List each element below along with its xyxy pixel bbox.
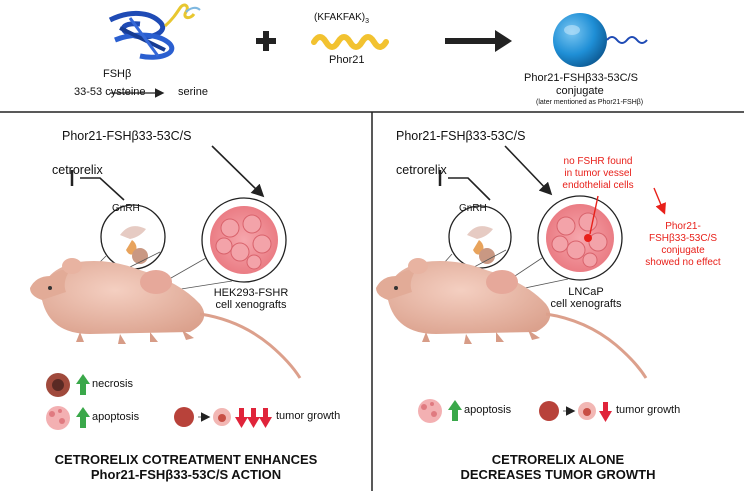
left-gnrh-label: GnRH [112,203,140,214]
right-apoptosis-cell-icon [418,399,442,423]
no-effect-arrow [653,187,666,215]
left-cetrorelix-label: cetrorelix [52,163,103,177]
conjugate-title: Phor21-FSHβ33-53C/S [524,72,638,84]
left-necrosis-up-arrow [76,374,90,395]
left-apoptosis-cell-icon [46,406,70,430]
left-tumor-shrink-icon [174,407,231,427]
fsh-label: FSHβ [103,68,132,80]
left-drug-label: Phor21-FSHβ33-53C/S [62,129,192,143]
left-mouse-icon [30,258,302,379]
reaction-arrow-icon [445,30,512,52]
right-apoptosis-label: apoptosis [464,404,512,416]
conjugate-note: (later mentioned as Phor21-FSHβ) [536,99,644,106]
right-pituitary-icon [448,205,512,269]
right-mouse-icon [376,258,648,379]
serine-label: serine [178,86,208,98]
left-inhibition-line [70,170,125,201]
left-tumor-growth-label: tumor growth [276,410,341,422]
conjugate-subtitle: conjugate [556,85,604,97]
necrosis-cell-icon [46,373,70,397]
vessel-pointer-line [589,195,599,235]
right-tumor-down-arrow [599,402,612,422]
right-tumor-shrink-icon [539,401,596,421]
right-apoptosis-up-arrow [448,400,462,421]
right-cetrorelix-label: cetrorelix [396,163,447,177]
right-drug-label: Phor21-FSHβ33-53C/S [396,129,526,143]
cysteine-label: 33-53 cysteine [74,86,146,98]
right-tumor-growth-label: tumor growth [616,404,681,416]
right-tumor-zoom-icon [537,195,623,281]
phor21-peptide-icon [311,34,389,50]
right-inhibition-line [438,170,491,201]
left-pituitary-icon [100,204,166,270]
right-drug-arrow [504,145,553,196]
peptide-formula: (KFAKFAK)3 [314,12,370,25]
left-drug-arrow [211,145,265,198]
phor21-label: Phor21 [329,54,365,66]
right-gnrh-label: GnRH [459,203,487,214]
left-apoptosis-up-arrow [76,407,90,428]
left-necrosis-label: necrosis [92,378,133,390]
left-tumor-zoom-icon [201,197,287,283]
left-apoptosis-label: apoptosis [92,411,140,423]
plus-icon [256,31,276,51]
fsh-protein-icon [108,3,201,60]
conjugate-sphere-icon [553,13,648,67]
left-tumor-down-arrows [235,408,272,428]
